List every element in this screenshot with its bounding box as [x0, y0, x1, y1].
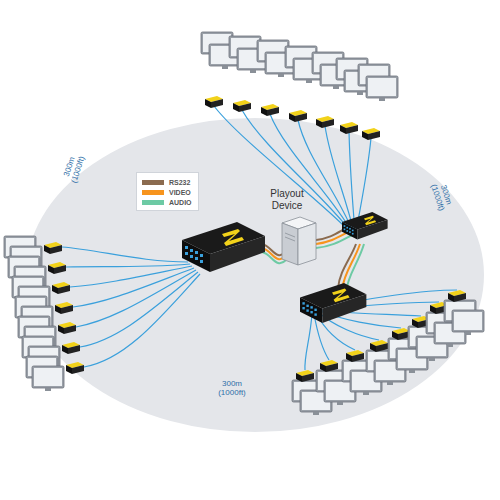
- legend-swatch: [142, 190, 164, 195]
- range-ellipse: [25, 117, 485, 433]
- playout-device: Playout Device: [250, 188, 324, 267]
- legend-text: RS232: [169, 179, 190, 186]
- legend-swatch: [142, 180, 164, 185]
- distance-text: (1000ft): [218, 388, 246, 397]
- bottom-hub: [300, 283, 366, 323]
- top-displays: [201, 32, 398, 140]
- cat5-cables: [62, 106, 457, 370]
- left-hub: [182, 222, 265, 272]
- top-hub: [342, 212, 388, 240]
- left-displays: [4, 236, 84, 391]
- legend-text: VIDEO: [169, 189, 191, 196]
- legend-row: AUDIO: [142, 197, 192, 207]
- legend-swatch: [142, 200, 164, 205]
- distance-text: 300m: [218, 379, 246, 388]
- distance-label: 300m(1000ft): [218, 379, 246, 397]
- server-icon: [280, 215, 320, 267]
- legend-row: VIDEO: [142, 187, 192, 197]
- legend-box: RS232VIDEO AUDIO: [136, 172, 199, 211]
- legend-text: AUDIO: [169, 199, 192, 206]
- legend-row: RS232: [142, 177, 192, 187]
- device-label: Playout Device: [250, 188, 324, 211]
